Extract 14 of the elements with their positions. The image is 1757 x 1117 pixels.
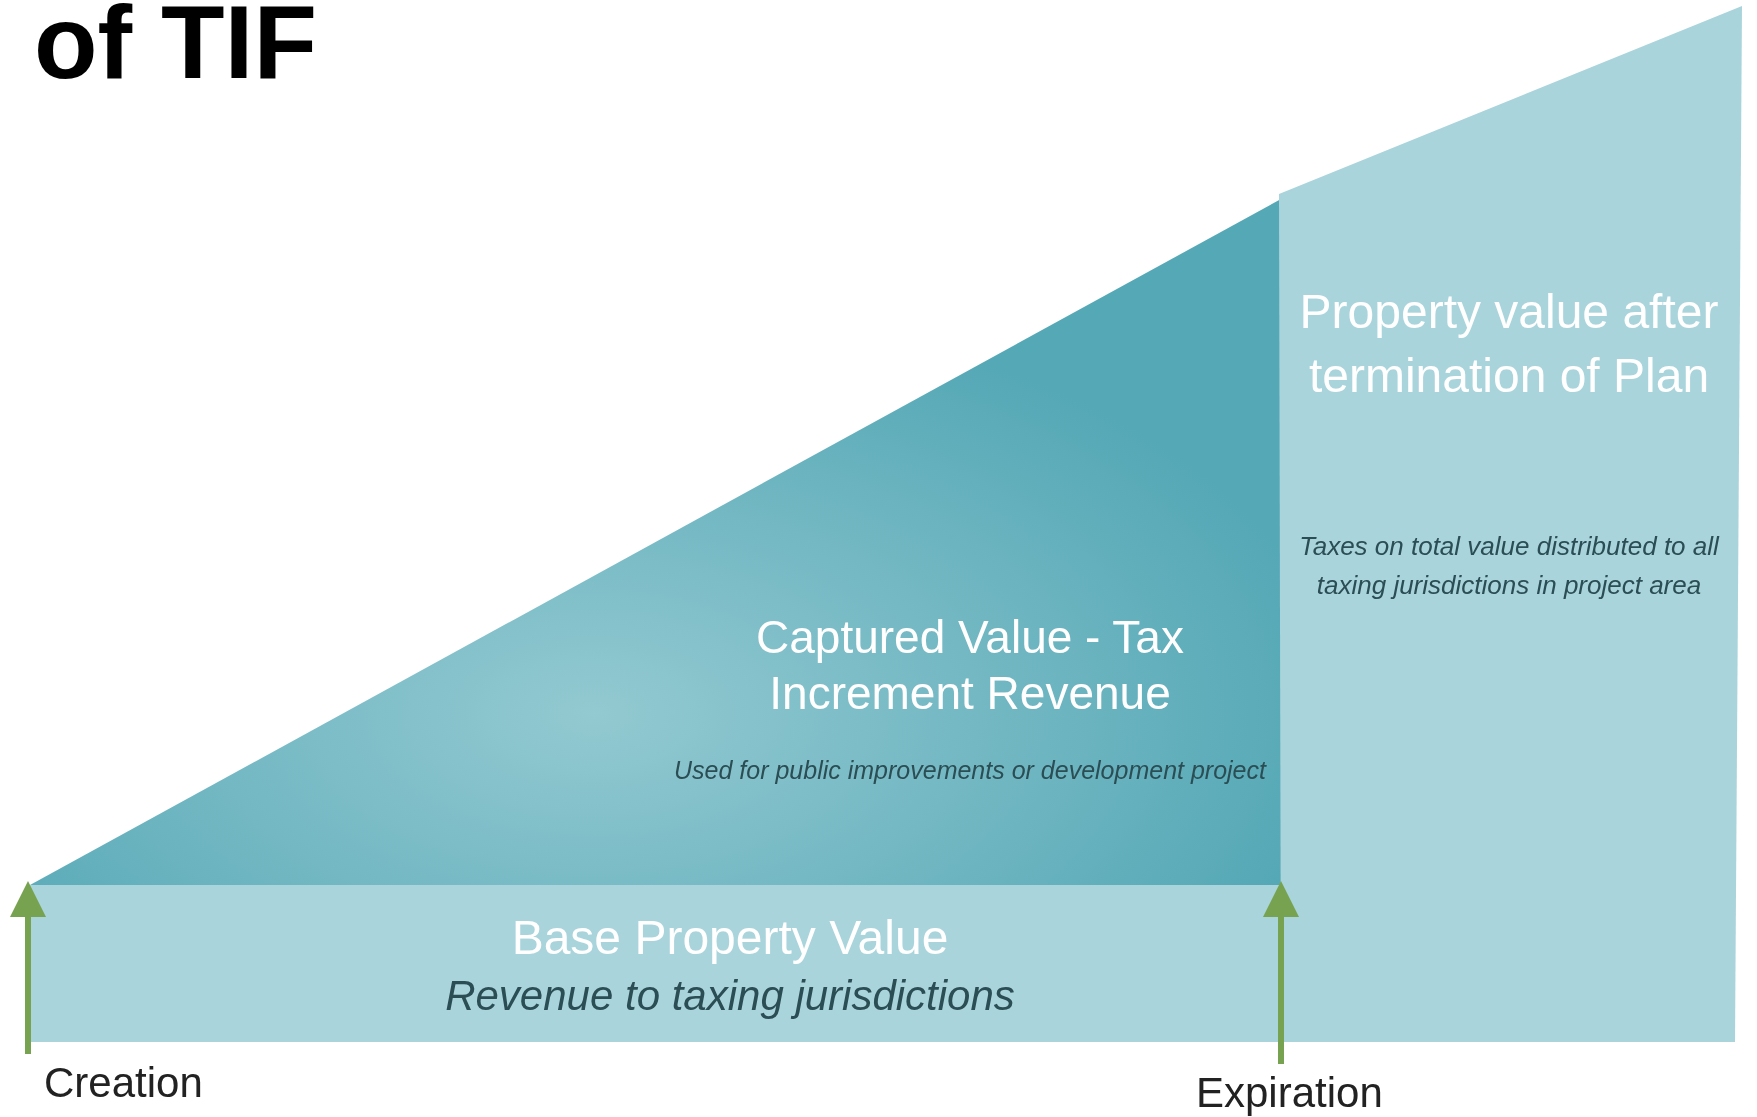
bar-note: Revenue to taxing jurisdictions bbox=[444, 971, 1016, 1021]
timeline-label: Expiration bbox=[1196, 1068, 1384, 1117]
arrow bbox=[1263, 881, 1299, 1064]
timeline-label: Creation bbox=[44, 1058, 204, 1108]
area-heading: Property value after termination of Plan bbox=[1299, 284, 1719, 404]
arrow bbox=[10, 881, 46, 1054]
post-termination-area bbox=[1279, 6, 1742, 1042]
area-note: Used for public improvements or development project bbox=[673, 755, 1268, 786]
captured-value-triangle bbox=[30, 199, 1281, 885]
base-value-bar bbox=[30, 885, 1281, 1042]
bar-heading: Base Property Value bbox=[510, 911, 950, 965]
area-heading: Captured Value - Tax Increment Revenue bbox=[755, 610, 1185, 721]
title: of TIF bbox=[34, 0, 317, 102]
area-note: Taxes on total value distributed to all taxing jurisdictions in project area bbox=[1298, 530, 1721, 602]
